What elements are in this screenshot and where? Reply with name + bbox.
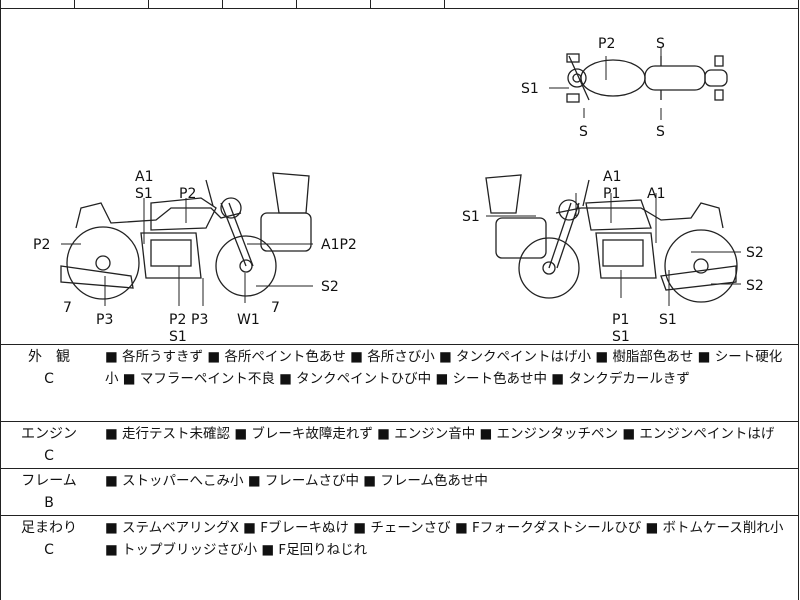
category-grade: B bbox=[44, 495, 54, 511]
label-right-s2-top: S2 bbox=[746, 245, 764, 261]
label-right-s1-front: S1 bbox=[659, 312, 677, 328]
label-right-a1: A1 bbox=[647, 186, 665, 202]
label-right-s2-bottom: S2 bbox=[746, 278, 764, 294]
category-name: エンジン bbox=[21, 426, 77, 442]
label-left-s1-bottom: S1 bbox=[169, 329, 187, 344]
condition-description: ■ ステムベアリングX ■ Fブレーキぬけ ■ チェーンさび ■ Fフォークダス… bbox=[105, 520, 784, 558]
category-name: 外 観 bbox=[28, 349, 70, 365]
label-left-7-front: 7 bbox=[271, 300, 280, 316]
row-exterior: 外 観 C ■ 各所うすきず ■ 各所ペイント色あせ ■ 各所さび小 ■ タンク… bbox=[0, 345, 799, 422]
condition-description: ■ 各所うすきず ■ 各所ペイント色あせ ■ 各所さび小 ■ タンクペイントはげ… bbox=[105, 349, 783, 387]
condition-description: ■ ストッパーへこみ小 ■ フレームさび中 ■ フレーム色あせ中 bbox=[105, 473, 488, 489]
row-frame: フレーム B ■ ストッパーへこみ小 ■ フレームさび中 ■ フレーム色あせ中 bbox=[0, 469, 799, 516]
row-suspension: 足まわり C ■ ステムベアリングX ■ Fブレーキぬけ ■ チェーンさび ■ … bbox=[0, 516, 799, 600]
category-cell: フレーム B bbox=[1, 470, 97, 514]
label-left-s1: P2 bbox=[179, 186, 196, 202]
motorcycle-diagram-svg: P2 S S1 S S P2 A1 S1 P2 A1P2 7 P3 P2 P3 … bbox=[33, 36, 764, 345]
label-left-w1: W1 bbox=[237, 312, 260, 328]
label-right-s1-bottom: S1 bbox=[612, 329, 630, 344]
right-side-motorcycle bbox=[485, 174, 738, 303]
category-grade: C bbox=[44, 542, 54, 558]
label-left-p3: P3 bbox=[96, 312, 113, 328]
category-cell: 足まわり C bbox=[1, 517, 97, 561]
category-grade: C bbox=[44, 448, 54, 464]
label-left-a1p2: A1P2 bbox=[321, 237, 357, 253]
category-name: フレーム bbox=[21, 473, 77, 489]
condition-table: 外 観 C ■ 各所うすきず ■ 各所ペイント色あせ ■ 各所さび小 ■ タンク… bbox=[0, 345, 799, 600]
category-cell: エンジン C bbox=[1, 423, 97, 467]
label-left-7-rear: 7 bbox=[63, 300, 72, 316]
label-right-p1-top: P1 bbox=[603, 186, 620, 202]
left-side-motorcycle bbox=[60, 172, 312, 300]
top-table-strip bbox=[0, 0, 799, 9]
label-left-s2: S2 bbox=[321, 279, 339, 295]
label-top-s-1: S bbox=[656, 36, 665, 52]
label-left-p2-rear: P2 bbox=[33, 237, 50, 253]
category-cell: 外 観 C bbox=[1, 346, 97, 390]
label-left-p2-top: A1 bbox=[135, 169, 153, 185]
label-left-a1: S1 bbox=[135, 186, 153, 202]
row-engine: エンジン C ■ 走行テスト未確認 ■ ブレーキ故障走れず ■ エンジン音中 ■… bbox=[0, 422, 799, 469]
condition-description: ■ 走行テスト未確認 ■ ブレーキ故障走れず ■ エンジン音中 ■ エンジンタッ… bbox=[105, 426, 775, 442]
category-grade: C bbox=[44, 371, 54, 387]
label-left-p2-bottom: P2 bbox=[169, 312, 186, 328]
label-right-p1-bottom: P1 bbox=[612, 312, 629, 328]
damage-diagram: P2 S S1 S S P2 A1 S1 P2 A1P2 7 P3 P2 P3 … bbox=[0, 8, 799, 345]
label-right-a1-top: A1 bbox=[603, 169, 621, 185]
label-right-s1-left: S1 bbox=[462, 209, 480, 225]
label-top-s1: S1 bbox=[521, 81, 539, 97]
label-top-s-3: S bbox=[656, 124, 665, 140]
label-top-p2: P2 bbox=[598, 36, 615, 52]
category-name: 足まわり bbox=[21, 520, 77, 536]
label-top-s-2: S bbox=[579, 124, 588, 140]
label-left-p3-bottom: P3 bbox=[191, 312, 208, 328]
top-view-motorcycle bbox=[566, 53, 728, 103]
